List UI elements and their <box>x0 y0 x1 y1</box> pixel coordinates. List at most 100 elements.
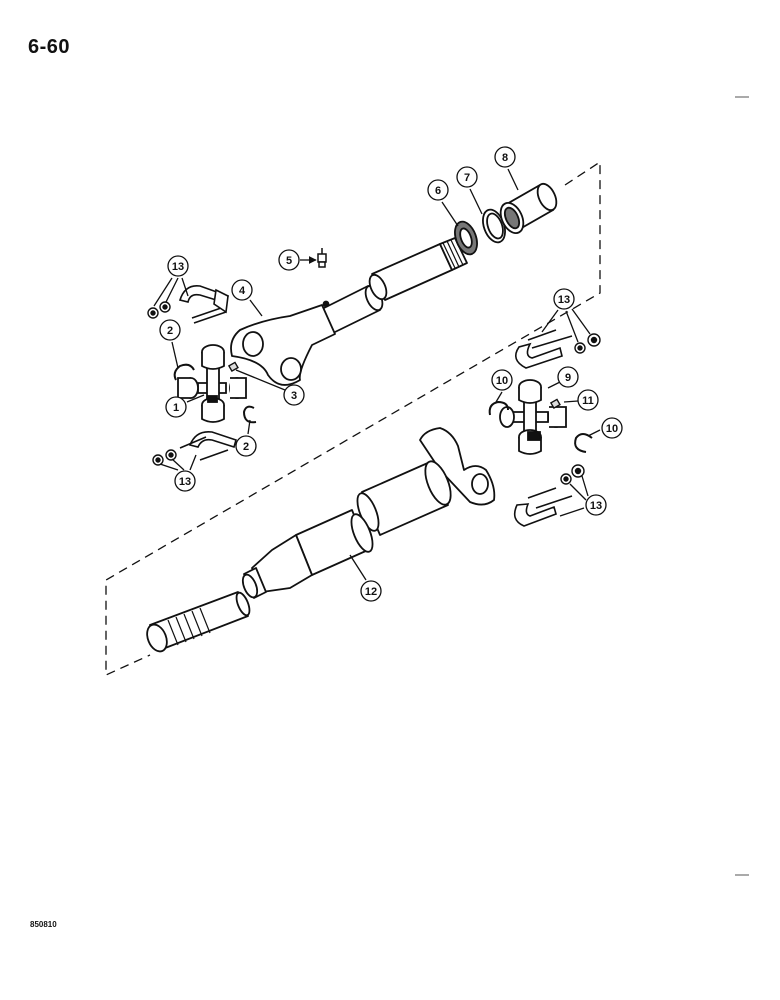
callout-leader <box>441 201 459 227</box>
dust-cap <box>499 182 558 235</box>
callout-3: 3 <box>235 369 305 406</box>
callout-4: 4 <box>231 279 263 317</box>
callout-circle <box>456 166 478 188</box>
callout-circle <box>585 494 607 516</box>
callout-leader <box>547 381 561 389</box>
callout-number: 3 <box>291 390 297 402</box>
callout-11: 11 <box>563 389 599 411</box>
callout-circle <box>577 389 599 411</box>
callout-leader <box>563 400 579 403</box>
callout-2: 2 <box>235 419 257 457</box>
callout-circle <box>231 279 253 301</box>
callout-number: 2 <box>243 441 249 453</box>
snap-ring-upper <box>173 363 195 381</box>
callout-leader <box>541 309 559 333</box>
callout-leader <box>349 554 367 581</box>
snap-ring-lower <box>242 405 257 424</box>
callout-number: 1 <box>173 402 179 414</box>
callout-leader <box>171 458 185 471</box>
callout-circle <box>174 470 196 492</box>
callout-number: 6 <box>435 185 441 197</box>
callout-circle <box>167 255 189 277</box>
callout-13: 13 <box>559 475 607 517</box>
callout-13: 13 <box>159 454 197 492</box>
upper-shaft <box>230 237 468 386</box>
callout-7: 7 <box>456 166 483 215</box>
page-number: 6-60 <box>28 36 71 58</box>
callout-leader <box>565 310 579 343</box>
callout-2: 2 <box>159 319 181 369</box>
seal-washer <box>454 220 478 256</box>
callout-5: 5 <box>278 249 317 271</box>
callout-leader <box>569 483 587 501</box>
callout-9: 9 <box>547 366 579 389</box>
callout-leader <box>189 454 197 471</box>
u-bolt-upper-right <box>514 329 573 369</box>
callout-circle <box>283 384 305 406</box>
snap-ring-right-lower <box>574 433 593 453</box>
callout-number: 7 <box>464 172 470 184</box>
grease-fitting <box>317 248 327 268</box>
u-bolt-nuts-upper-right <box>574 333 601 354</box>
u-bolt-nuts-lower-right <box>560 464 585 485</box>
callout-number: 4 <box>239 285 246 297</box>
callout-circle <box>601 417 623 439</box>
callout-circle <box>494 146 516 168</box>
u-bolt-upper-left <box>178 284 229 324</box>
callout-leader <box>153 277 173 307</box>
u-bolt-nuts-upper-left <box>147 301 171 319</box>
callout-1: 1 <box>165 394 205 418</box>
callout-leader <box>559 507 585 517</box>
callout-circle <box>427 179 449 201</box>
callout-leader <box>186 394 205 403</box>
left-universal-joint <box>177 344 247 423</box>
u-bolt-lower-left <box>179 430 237 461</box>
callout-circle <box>557 366 579 388</box>
callout-13: 13 <box>153 255 189 307</box>
callout-number: 13 <box>179 476 191 488</box>
callout-circle <box>360 580 382 602</box>
callout-leader <box>587 429 601 437</box>
callout-13: 13 <box>541 288 591 343</box>
callout-number: 12 <box>365 586 377 598</box>
lower-shaft <box>146 427 496 653</box>
snap-ring-right-upper <box>488 400 509 416</box>
callout-6: 6 <box>427 179 459 227</box>
callout-circle <box>278 249 300 271</box>
callout-10: 10 <box>587 417 623 439</box>
right-universal-joint <box>499 379 567 455</box>
assembly-boundary <box>105 160 601 677</box>
callout-leader <box>247 419 251 435</box>
callout-leader <box>469 188 483 215</box>
grease-fitting-small <box>227 361 239 373</box>
callout-number: 2 <box>167 325 173 337</box>
u-bolt-nuts-lower-left <box>152 449 177 466</box>
figure-code: 850810 <box>30 920 57 929</box>
grease-fitting-right <box>549 398 561 410</box>
callout-leader <box>249 299 263 317</box>
callout-number: 9 <box>565 372 571 384</box>
callout-8: 8 <box>494 146 519 191</box>
callout-circle <box>165 396 187 418</box>
callout-number: 11 <box>582 395 594 407</box>
retainer-ring <box>482 208 506 244</box>
callout-leader <box>159 463 179 471</box>
callout-leader <box>235 369 286 391</box>
callout-number: 13 <box>558 294 570 306</box>
callout-number: 13 <box>590 500 602 512</box>
callout-number: 5 <box>286 255 292 267</box>
callout-number: 8 <box>502 152 508 164</box>
callout-leader <box>571 308 591 335</box>
callout-leader <box>171 341 179 369</box>
callout-leader <box>495 391 503 403</box>
callout-circle <box>235 435 257 457</box>
callout-number: 10 <box>606 423 618 435</box>
callout-circle <box>491 369 513 391</box>
callout-leader <box>181 277 189 297</box>
callout-12: 12 <box>349 554 382 602</box>
callout-leader <box>507 168 519 191</box>
callout-10: 10 <box>491 369 513 403</box>
callout-circle <box>553 288 575 310</box>
callout-leader <box>581 475 589 497</box>
